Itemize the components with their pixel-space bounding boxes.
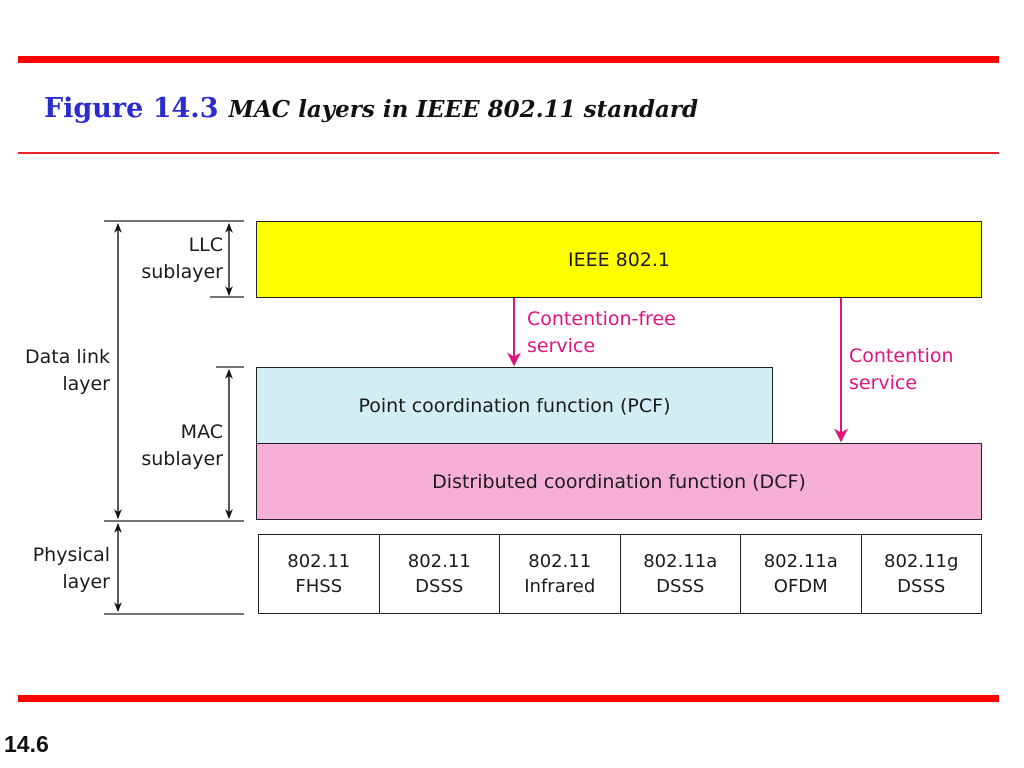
data-link-label-line1: Data link: [24, 346, 110, 368]
phy-cell-dsss: 802.11 DSSS: [378, 535, 500, 613]
mac-label-line1: MAC: [180, 421, 223, 443]
contention-service-label: Contention service: [849, 343, 954, 397]
phy-cell-80211a-dsss: 802.11a DSSS: [619, 535, 741, 613]
phy-cell-line2: DSSS: [897, 576, 946, 597]
contention-free-line1: Contention-free: [527, 308, 676, 330]
phy-cell-line2: DSSS: [415, 576, 464, 597]
data-link-layer-label: Data link layer: [10, 344, 110, 398]
phy-cell-line1: 802.11a: [643, 551, 718, 572]
mac-label-line2: sublayer: [141, 448, 223, 470]
phy-cell-line2: DSSS: [656, 576, 705, 597]
contention-line1: Contention: [849, 345, 954, 367]
llc-label-line1: LLC: [188, 234, 223, 256]
page-number: 14.6: [4, 731, 49, 757]
phy-cell-fhss: 802.11 FHSS: [259, 535, 379, 613]
mac-sublayer-label: MAC sublayer: [120, 419, 223, 473]
phy-cell-infrared: 802.11 Infrared: [499, 535, 620, 613]
phy-cell-line1: 802.11: [287, 551, 351, 572]
phy-cell-line1: 802.11: [407, 551, 471, 572]
contention-line2: service: [849, 372, 918, 394]
phy-cell-80211a-ofdm: 802.11a OFDM: [740, 535, 861, 613]
phy-cell-line2: OFDM: [773, 576, 828, 597]
phy-cell-line1: 802.11g: [884, 551, 959, 572]
phy-cell-line1: 802.11: [528, 551, 592, 572]
contention-free-line2: service: [527, 335, 596, 357]
llc-label-line2: sublayer: [141, 261, 223, 283]
dcf-box: Distributed coordination function (DCF): [256, 443, 982, 520]
pcf-label: Point coordination function (PCF): [358, 394, 671, 417]
contention-free-service-label: Contention-free service: [527, 306, 676, 360]
figure-title: Figure 14.3 MAC layers in IEEE 802.11 sta…: [44, 93, 698, 124]
data-link-label-line2: layer: [62, 373, 110, 395]
figure-caption: MAC layers in IEEE 802.11 standard: [228, 96, 699, 123]
ieee-802-1-label: IEEE 802.1: [567, 248, 671, 271]
pcf-box: Point coordination function (PCF): [256, 367, 773, 444]
top-red-rule: [18, 56, 999, 63]
phy-cell-line2: FHSS: [295, 576, 343, 597]
physical-layer-label: Physical layer: [10, 542, 110, 596]
physical-layer-row: 802.11 FHSS 802.11 DSSS 802.11 Infrared …: [258, 534, 982, 614]
dcf-label: Distributed coordination function (DCF): [432, 470, 806, 493]
physical-label-line2: layer: [62, 571, 110, 593]
phy-cell-80211g-dsss: 802.11g DSSS: [860, 535, 982, 613]
figure-label: Figure 14.3: [44, 93, 219, 124]
physical-label-line1: Physical: [32, 544, 110, 566]
phy-cell-line1: 802.11a: [763, 551, 838, 572]
title-underline-rule: [18, 152, 999, 154]
ieee-802-1-box: IEEE 802.1: [256, 221, 982, 298]
phy-cell-line2: Infrared: [524, 576, 596, 597]
bottom-red-rule: [18, 695, 999, 702]
llc-sublayer-label: LLC sublayer: [120, 232, 223, 286]
